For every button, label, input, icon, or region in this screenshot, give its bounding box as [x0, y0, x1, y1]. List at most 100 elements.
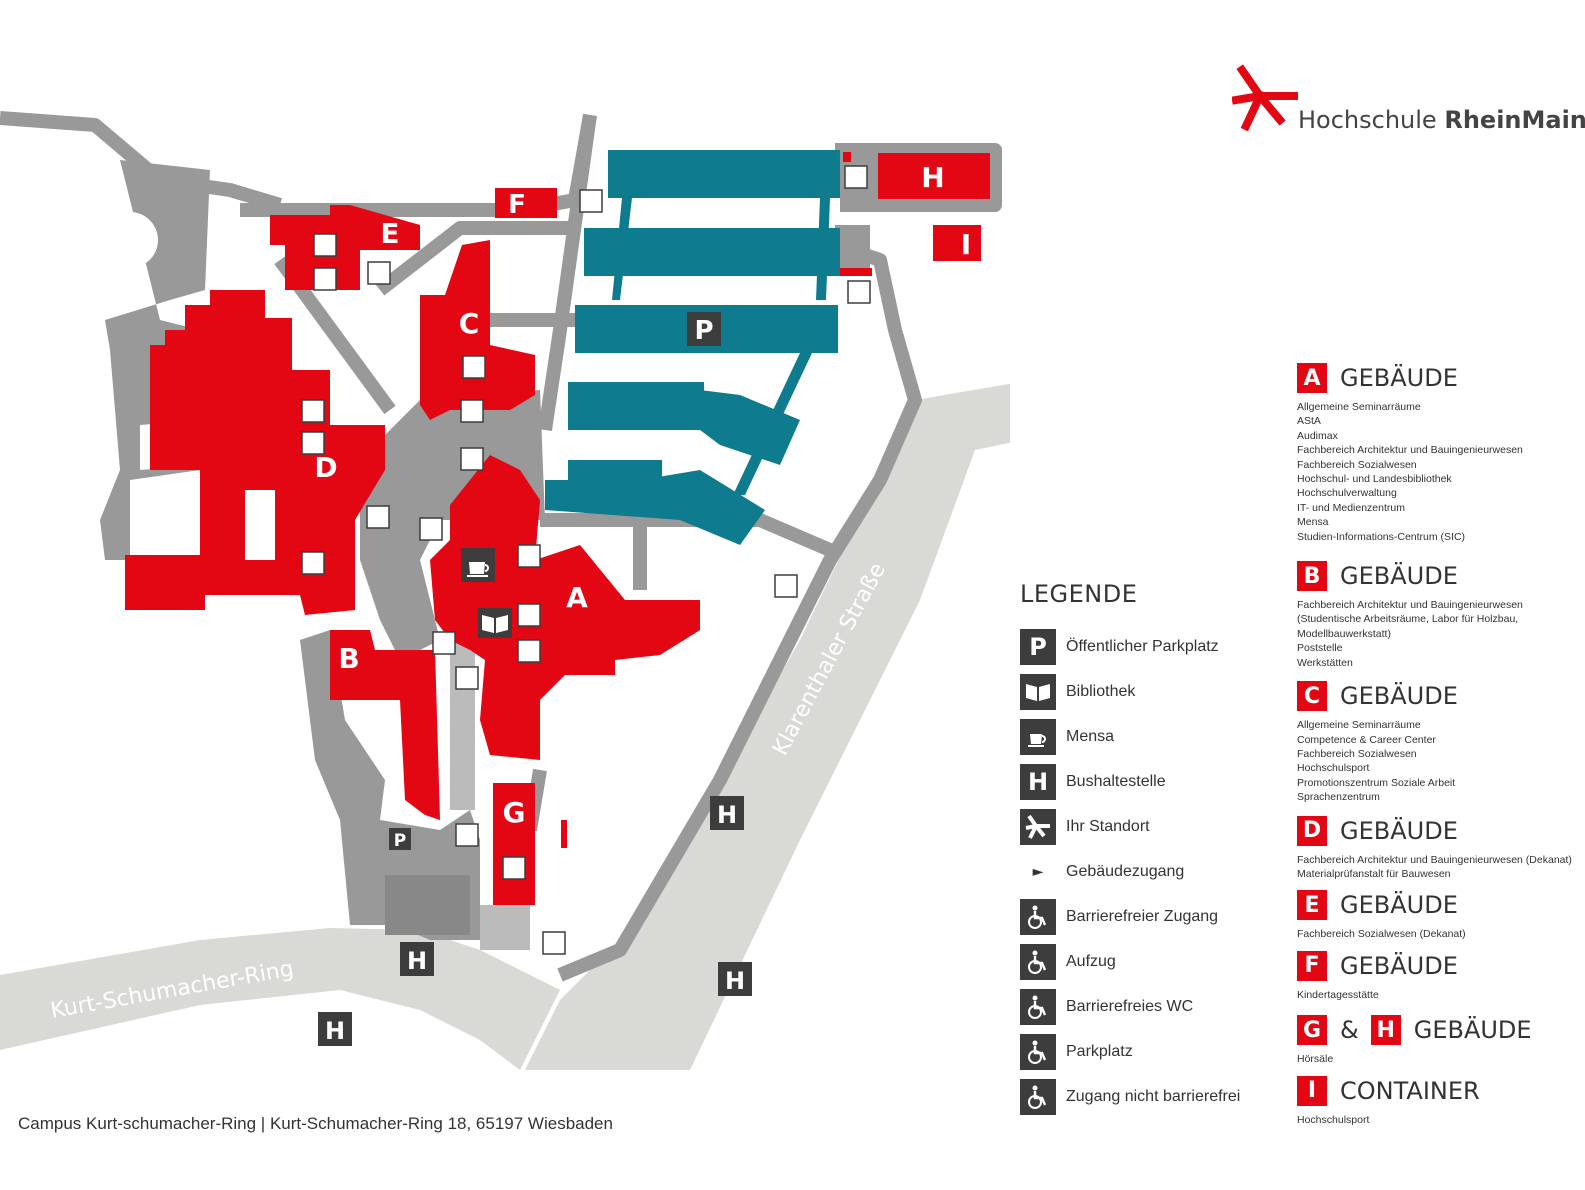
cafeteria-cup-icon: [1020, 718, 1056, 755]
library-book-icon: [478, 608, 512, 638]
building-entry-line: Allgemeine Seminarräume: [1297, 401, 1421, 413]
building-entry-title: GEBÄUDE: [1340, 682, 1458, 711]
entrance-arrow-icon: ►: [1020, 854, 1056, 890]
legend-item: H Bushaltestelle: [1020, 759, 1280, 804]
bus-stop-icon: [400, 942, 434, 976]
building-entry-title: CONTAINER: [1340, 1076, 1480, 1105]
building-entry-line: IT- und Medienzentrum: [1297, 501, 1405, 514]
wheelchair-icon: [1020, 898, 1056, 935]
parking-marker-small: [389, 828, 411, 850]
legend-item: Barrierefreies WC: [1020, 984, 1280, 1029]
legend-item: Aufzug: [1020, 939, 1280, 984]
legend-item: Ihr Standort: [1020, 804, 1280, 849]
logo-star-icon: [1232, 64, 1298, 132]
bus-letter: H: [325, 1017, 345, 1045]
building-entry-d: D GEBÄUDE Fachbereich Architektur und Baui…: [1297, 813, 1585, 882]
building-badge: G: [1297, 1015, 1327, 1046]
location-star-icon: [1020, 808, 1056, 845]
building-entry-line: Mensa: [1297, 516, 1329, 529]
building-entry-b: B GEBÄUDE Fachbereich Architektur und Baui…: [1297, 558, 1585, 670]
building-entry-line: Poststelle: [1297, 642, 1343, 655]
building-badge: B: [1297, 561, 1327, 592]
parking-marker: [687, 312, 721, 346]
building-entry-f: F GEBÄUDE Kindertagesstätte: [1297, 948, 1585, 1002]
ampersand: &: [1340, 1016, 1359, 1045]
building-entry-lines: Fachbereich Architektur und Bauingenieur…: [1297, 598, 1585, 670]
bus-stop-icon: [318, 1012, 352, 1046]
legend-item: Barrierefreier Zugang: [1020, 894, 1280, 939]
elevator-icon: [1020, 943, 1056, 980]
building-entry-header: F GEBÄUDE: [1297, 948, 1585, 984]
building-entry-title: GEBÄUDE: [1413, 1016, 1532, 1045]
legend-item: ►Gebäudezugang: [1020, 849, 1280, 894]
no-barrier-free-icon: [1020, 1078, 1056, 1115]
building-entry-line: Kindertagesstätte: [1297, 988, 1379, 1001]
logo-text: Hochschule RheinMain: [1298, 106, 1585, 134]
legend-label: Öffentlicher Parkplatz: [1066, 637, 1219, 655]
building-h: [878, 153, 990, 199]
building-entry-line: AStA: [1297, 415, 1321, 428]
bus-letter: H: [717, 801, 737, 829]
bus-stop-icon: [718, 962, 752, 996]
building-c: [420, 240, 535, 420]
building-badge: I: [1297, 1075, 1327, 1106]
building-i: [933, 225, 981, 261]
building-label-c: C: [459, 307, 480, 340]
building-entry-lines: Hochschulsport: [1297, 1113, 1585, 1127]
building-entry-line: Hörsäle: [1297, 1053, 1334, 1066]
building-entry-line: Hochschul- und Landesbibliothek: [1297, 473, 1452, 486]
legend-item: Mensa: [1020, 714, 1280, 759]
building-entry-title: GEBÄUDE: [1340, 951, 1458, 980]
building-entry-line: Promotionszentrum Soziale Arbeit: [1297, 776, 1456, 789]
buildings: [125, 152, 990, 905]
legend-label: Ihr Standort: [1066, 817, 1150, 835]
legend-glyph: H: [1027, 767, 1049, 796]
building-entry-title: GEBÄUDE: [1340, 816, 1458, 845]
library-book-icon: [1020, 673, 1056, 710]
legend-label: Bushaltestelle: [1066, 772, 1166, 790]
building-entry-title: GEBÄUDE: [1340, 891, 1458, 920]
building-entry-lines: Fachbereich Sozialwesen (Dekanat): [1297, 927, 1585, 941]
building-entry-lines: Kindertagesstätte: [1297, 988, 1585, 1002]
bus-letter: H: [725, 967, 745, 995]
bus-stops: [318, 796, 752, 1046]
building-badge: F: [1297, 950, 1327, 981]
building-badge: D: [1297, 815, 1327, 846]
building-e: [270, 205, 420, 290]
legend-item: Zugang nicht barrierefrei: [1020, 1074, 1280, 1119]
building-entry-line: Fachbereich Architektur und Bauingenieur…: [1297, 599, 1523, 612]
building-entry-title: GEBÄUDE: [1340, 562, 1458, 591]
building-entry-line: Fachbereich Sozialwesen: [1297, 458, 1417, 471]
legend-label: Aufzug: [1066, 952, 1116, 970]
building-label-h: H: [921, 161, 944, 194]
building-entry-i: I CONTAINER Hochschulsport: [1297, 1073, 1585, 1127]
building-entry-header: B GEBÄUDE: [1297, 558, 1585, 594]
building-badge: C: [1297, 681, 1327, 712]
building-entry-line: Hochschulsport: [1297, 762, 1370, 775]
accessible-wc-icon: [1020, 988, 1056, 1025]
building-entry-title: GEBÄUDE: [1340, 364, 1458, 392]
accessibility-markers: [301, 165, 871, 955]
legend-item: Parkplatz: [1020, 1029, 1280, 1074]
legend-glyph: ►: [1032, 863, 1044, 880]
building-entry-line: Fachbereich Architektur und Bauingenieur…: [1297, 853, 1572, 866]
building-entry-line: Competence & Career Center: [1297, 733, 1436, 746]
legend-label: Parkplatz: [1066, 1042, 1133, 1060]
building-label-g: G: [503, 796, 526, 829]
building-label-a: A: [566, 581, 588, 614]
building-entry-line: Werkstätten: [1297, 656, 1353, 669]
building-entry-line: Fachbereich Architektur und Bauingenieur…: [1297, 444, 1523, 457]
logo-name-bold: RheinMain: [1444, 106, 1585, 134]
building-entry-line: Sprachenzentrum: [1297, 791, 1380, 804]
legend-title: LEGENDE: [1020, 580, 1138, 608]
bus-stop-icon: [710, 796, 744, 830]
building-entry-line: Allgemeine Seminarräume: [1297, 719, 1421, 732]
